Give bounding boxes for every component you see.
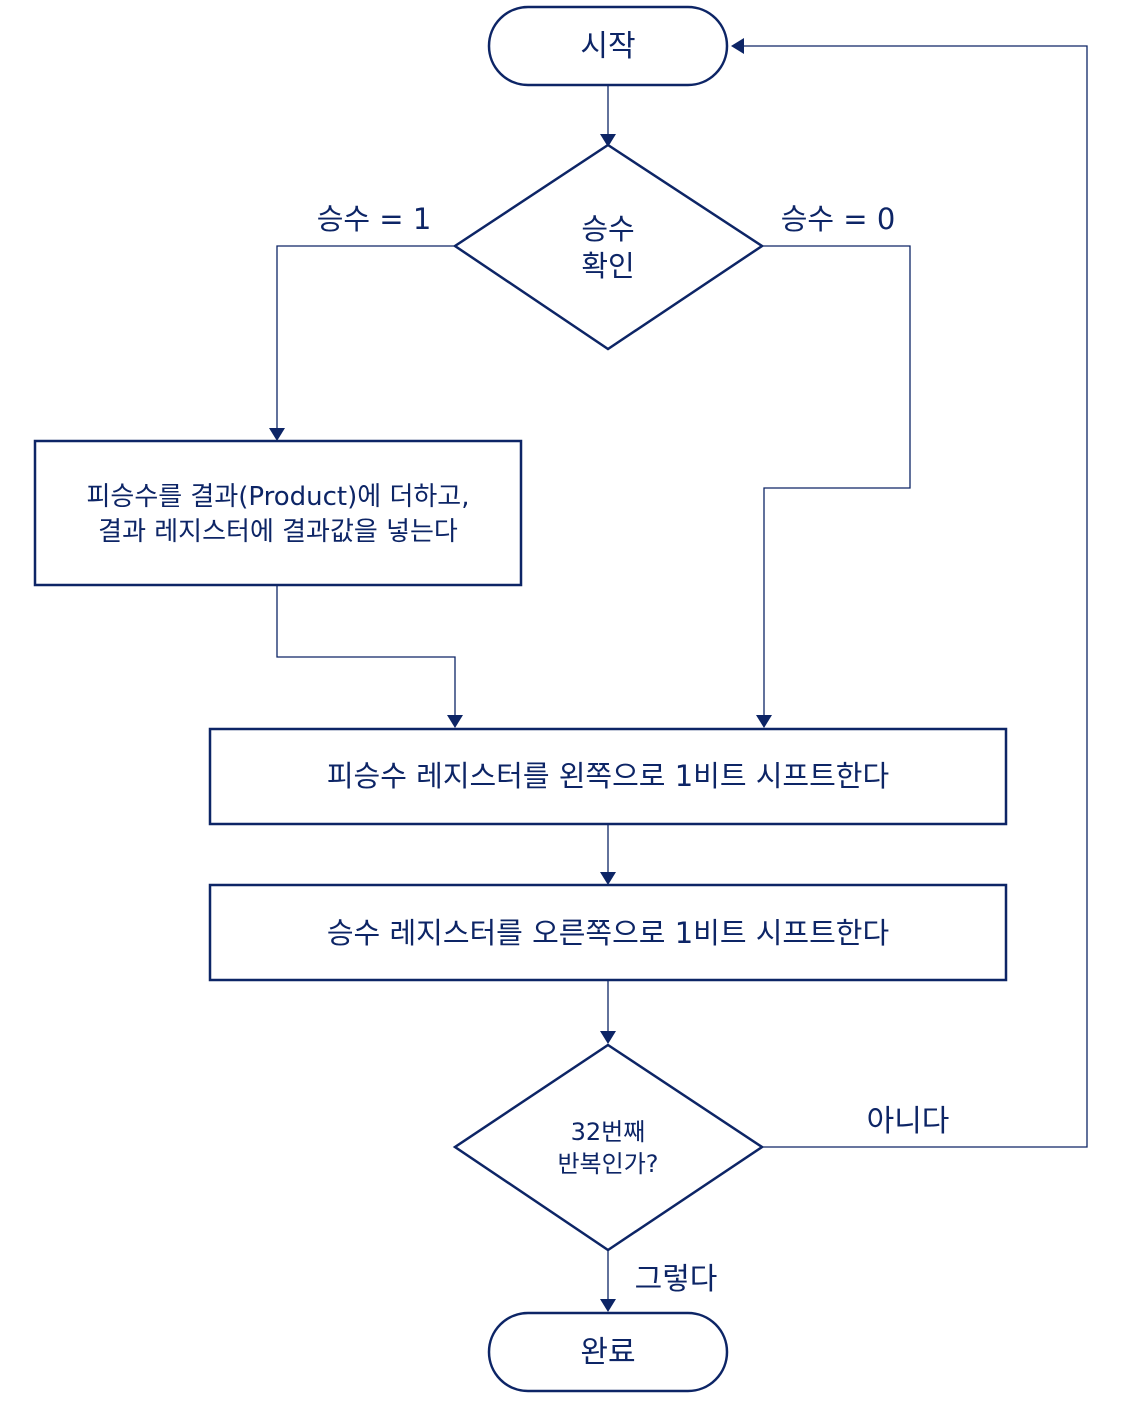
start-terminal: 시작 [487, 5, 729, 87]
branch-zero-label: 승수 = 0 [781, 202, 896, 236]
connectors [269, 38, 1088, 1312]
arrowhead [731, 38, 744, 54]
check-multiplier-decision: 승수 확인 [452, 143, 765, 351]
arrowhead [600, 1299, 616, 1312]
shift-left-process: 피승수 레지스터를 왼쪽으로 1비트 시프트한다 [208, 727, 1008, 826]
repeat-check-decision: 32번째 반복인가? [452, 1043, 765, 1252]
add-to-product-process: 피승수를 결과(Product)에 더하고, 결과 레지스터에 결과값을 넣는다 [33, 439, 523, 587]
shift-right-label: 승수 레지스터를 오른쪽으로 1비트 시프트한다 [327, 916, 889, 950]
shift-right-process: 승수 레지스터를 오른쪽으로 1비트 시프트한다 [208, 883, 1008, 982]
add-step-line-1: 피승수를 결과(Product)에 더하고, [86, 482, 469, 512]
arrowhead [756, 715, 772, 728]
yes-branch-label: 그렇다 [635, 1262, 718, 1297]
connector-add-to-shift-left [276, 585, 456, 715]
repeat-check-line-2: 반복인가? [557, 1150, 658, 1178]
arrowhead [600, 134, 616, 147]
add-step-line-2: 결과 레지스터에 결과값을 넣는다 [98, 517, 458, 547]
arrowhead [269, 428, 285, 441]
connector-check-to-shift-left [762, 245, 911, 715]
branch-one-label: 승수 = 1 [317, 202, 432, 236]
arrowhead [600, 1031, 616, 1044]
start-label: 시작 [580, 29, 635, 64]
arrowhead [600, 872, 616, 885]
repeat-check-line-1: 32번째 [571, 1118, 646, 1146]
no-branch-label: 아니다 [867, 1104, 950, 1139]
arrowhead [447, 715, 463, 728]
done-terminal: 완료 [487, 1311, 729, 1393]
connector-repeat-loop-back [744, 45, 1088, 1148]
check-multiplier-line-1: 승수 [581, 212, 634, 246]
check-multiplier-line-2: 확인 [581, 249, 634, 283]
done-label: 완료 [580, 1335, 635, 1370]
shift-left-label: 피승수 레지스터를 왼쪽으로 1비트 시프트한다 [327, 759, 889, 793]
connector-check-to-add [276, 245, 455, 428]
